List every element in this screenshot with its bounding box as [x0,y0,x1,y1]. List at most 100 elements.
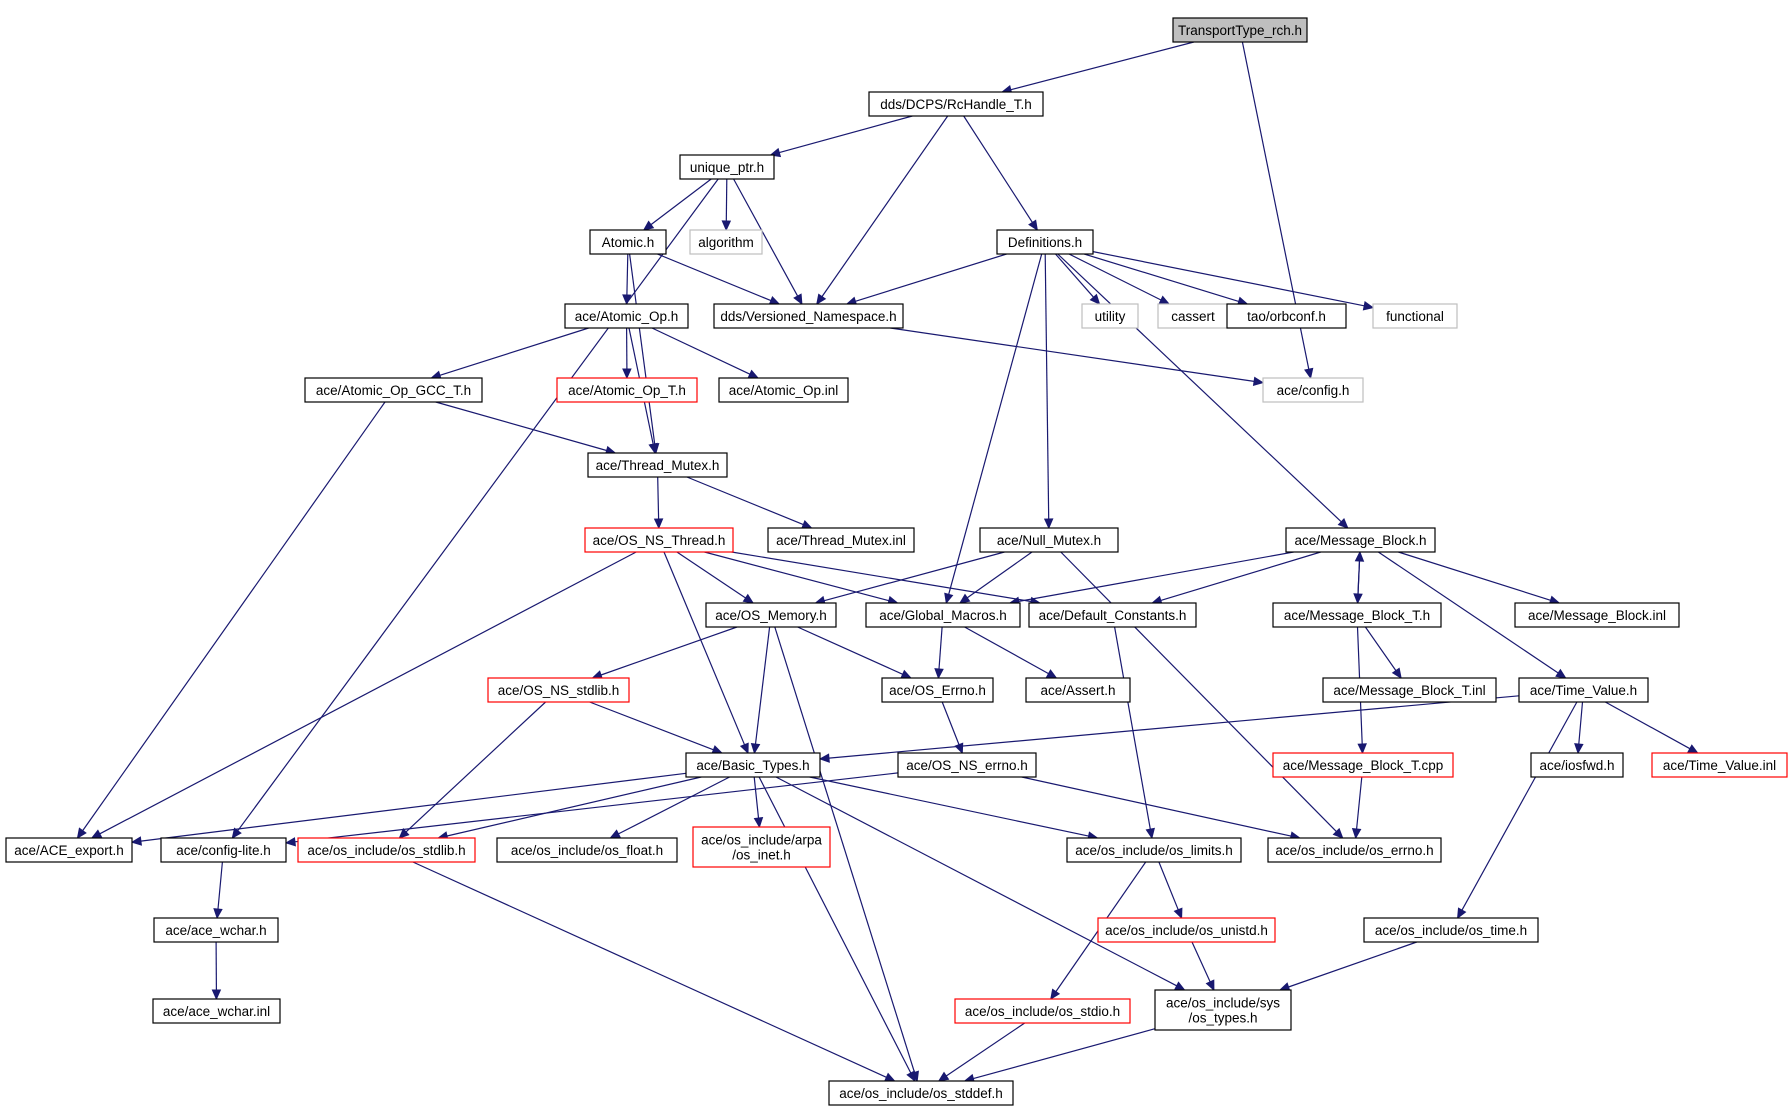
edge-os-memory-to-os-ns-stdlib [600,626,738,676]
node-root[interactable]: TransportType_rch.h [1172,17,1308,43]
edge-atomic-to-versioned [657,253,772,302]
edge-null-mutex-to-os-memory [824,551,1005,602]
node-config-lite[interactable]: ace/config-lite.h [160,837,287,863]
node-unique-ptr[interactable]: unique_ptr.h [679,154,775,180]
node-message-block-t[interactable]: ace/Message_Block_T.h [1272,602,1442,628]
node-label-atomic-op-inl: ace/Atomic_Op.inl [729,383,839,398]
edge-os-ns-thread-to-ace-export [99,551,637,835]
edge-arrowhead-default-constants-to-os-limits [1145,827,1155,840]
node-box-os-stdio [954,998,1131,1024]
node-label-cassert: cassert [1171,309,1215,324]
node-basic-types[interactable]: ace/Basic_Types.h [685,752,821,778]
node-box-os-errno [881,677,994,703]
node-os-time[interactable]: ace/os_include/os_time.h [1363,917,1539,943]
node-label-null-mutex: ace/Null_Mutex.h [997,533,1101,548]
node-os-ns-stdlib[interactable]: ace/OS_NS_stdlib.h [487,677,630,703]
node-rchandle[interactable]: dds/DCPS/RcHandle_T.h [868,91,1044,117]
node-thread-mutex[interactable]: ace/Thread_Mutex.h [587,452,728,478]
node-label-os-unistd: ace/os_include/os_unistd.h [1105,923,1268,938]
node-definitions[interactable]: Definitions.h [996,229,1094,255]
edge-os-stdlib-to-os-stddef [412,861,887,1078]
node-functional: functional [1372,303,1458,329]
edge-global-macros-to-assert [964,626,1049,675]
edge-os-ns-errno-to-config-lite [294,772,899,843]
edge-arrowhead-rchandle-to-versioned [816,293,827,306]
node-message-block-t-inl[interactable]: ace/Message_Block_T.inl [1322,677,1497,703]
node-ace-export[interactable]: ace/ACE_export.h [5,837,133,863]
node-box-ace-wchar [153,917,279,943]
node-ace-wchar[interactable]: ace/ace_wchar.h [153,917,279,943]
node-box-os-limits [1066,837,1242,863]
node-label-orbconf: tao/orbconf.h [1247,309,1326,324]
node-os-stddef[interactable]: ace/os_include/os_stddef.h [828,1080,1014,1106]
node-os-unistd[interactable]: ace/os_include/os_unistd.h [1097,917,1276,943]
edge-default-constants-to-os-limits [1114,626,1151,830]
edge-definitions-to-versioned [855,253,1007,302]
edge-arrowhead-thread-mutex-to-os-ns-thread [653,518,664,530]
edge-root-to-rchandle [1010,41,1195,91]
node-label-thread-mutex: ace/Thread_Mutex.h [596,458,720,473]
edge-os-memory-to-basic-types [754,626,771,745]
edge-unique-ptr-to-versioned [733,178,799,297]
node-message-block[interactable]: ace/Message_Block.h [1285,527,1436,553]
node-orbconf[interactable]: tao/orbconf.h [1226,303,1347,329]
edge-basic-types-to-os-stdlib [446,776,702,837]
node-label-time-value: ace/Time_Value.h [1530,683,1637,698]
edge-arrowhead-os-ns-thread-to-ace-export [90,829,103,839]
node-atomic[interactable]: Atomic.h [589,229,667,255]
node-os-float[interactable]: ace/os_include/os_float.h [496,837,678,863]
node-thread-mutex-inl[interactable]: ace/Thread_Mutex.inl [767,527,915,553]
node-os-ns-thread[interactable]: ace/OS_NS_Thread.h [584,527,734,553]
node-os-stdlib[interactable]: ace/os_include/os_stdlib.h [297,837,476,863]
edge-atomic-op-to-atomic-op-inl [651,327,751,375]
node-global-macros[interactable]: ace/Global_Macros.h [865,602,1021,628]
edge-time-value-to-iosfwd [1578,701,1584,745]
node-arpa-inet[interactable]: ace/os_include/arpa/os_inet.h [692,826,831,868]
node-label-message-block-t-inl: ace/Message_Block_T.inl [1333,683,1485,698]
edge-arrowhead-message-block-to-time-value [1555,668,1567,679]
node-versioned[interactable]: dds/Versioned_Namespace.h [713,303,904,329]
edge-config-lite-to-ace-wchar [217,861,223,910]
node-message-block-inl[interactable]: ace/Message_Block.inl [1514,602,1680,628]
node-box-config-lite [160,837,287,863]
node-label-basic-types: ace/Basic_Types.h [696,758,809,773]
edge-definitions-to-global-macros [948,253,1043,595]
node-default-constants[interactable]: ace/Default_Constants.h [1028,602,1197,628]
node-label-os-time: ace/os_include/os_time.h [1375,923,1527,938]
node-label-algorithm: algorithm [698,235,754,250]
node-iosfwd[interactable]: ace/iosfwd.h [1530,752,1624,778]
node-atomic-op[interactable]: ace/Atomic_Op.h [564,303,689,329]
edge-arrowhead-root-to-config [1304,367,1314,380]
node-os-errno[interactable]: ace/OS_Errno.h [881,677,994,703]
edge-arrowhead-atomic-op-to-thread-mutex [648,442,658,455]
node-ace-wchar-inl[interactable]: ace/ace_wchar.inl [152,998,281,1024]
edge-os-unistd-to-sys-types [1191,941,1211,983]
node-time-value[interactable]: ace/Time_Value.h [1518,677,1649,703]
node-time-value-inl[interactable]: ace/Time_Value.inl [1651,752,1788,778]
edge-definitions-to-cassert [1068,253,1162,301]
edge-definitions-to-message-block [1057,253,1342,523]
node-config: ace/config.h [1262,377,1364,403]
node-atomic-gcc[interactable]: ace/Atomic_Op_GCC_T.h [304,377,483,403]
node-os-stdio[interactable]: ace/os_include/os_stdio.h [954,998,1131,1024]
node-box-utility [1081,303,1139,329]
node-sys-types[interactable]: ace/os_include/sys/os_types.h [1154,989,1292,1031]
node-null-mutex[interactable]: ace/Null_Mutex.h [979,527,1119,553]
node-box-null-mutex [979,527,1119,553]
node-os-ns-errno[interactable]: ace/OS_NS_errno.h [897,752,1037,778]
node-os-errno-h[interactable]: ace/os_include/os_errno.h [1267,837,1442,863]
node-os-memory[interactable]: ace/OS_Memory.h [705,602,837,628]
node-box-versioned [713,303,904,329]
edge-os-limits-to-os-unistd [1158,861,1179,910]
node-box-time-value [1518,677,1649,703]
node-os-limits[interactable]: ace/os_include/os_limits.h [1066,837,1242,863]
node-atomic-op-t[interactable]: ace/Atomic_Op_T.h [556,377,698,403]
node-assert[interactable]: ace/Assert.h [1025,677,1131,703]
node-label-root: TransportType_rch.h [1178,23,1302,38]
node-label-arpa-inet-line-2: /os_inet.h [732,848,791,863]
node-message-block-t-cpp[interactable]: ace/Message_Block_T.cpp [1272,752,1454,778]
edge-os-stdio-to-os-stddef [945,1022,1026,1077]
node-box-basic-types [685,752,821,778]
node-atomic-op-inl[interactable]: ace/Atomic_Op.inl [718,377,849,403]
edge-rchandle-to-versioned [821,115,949,297]
